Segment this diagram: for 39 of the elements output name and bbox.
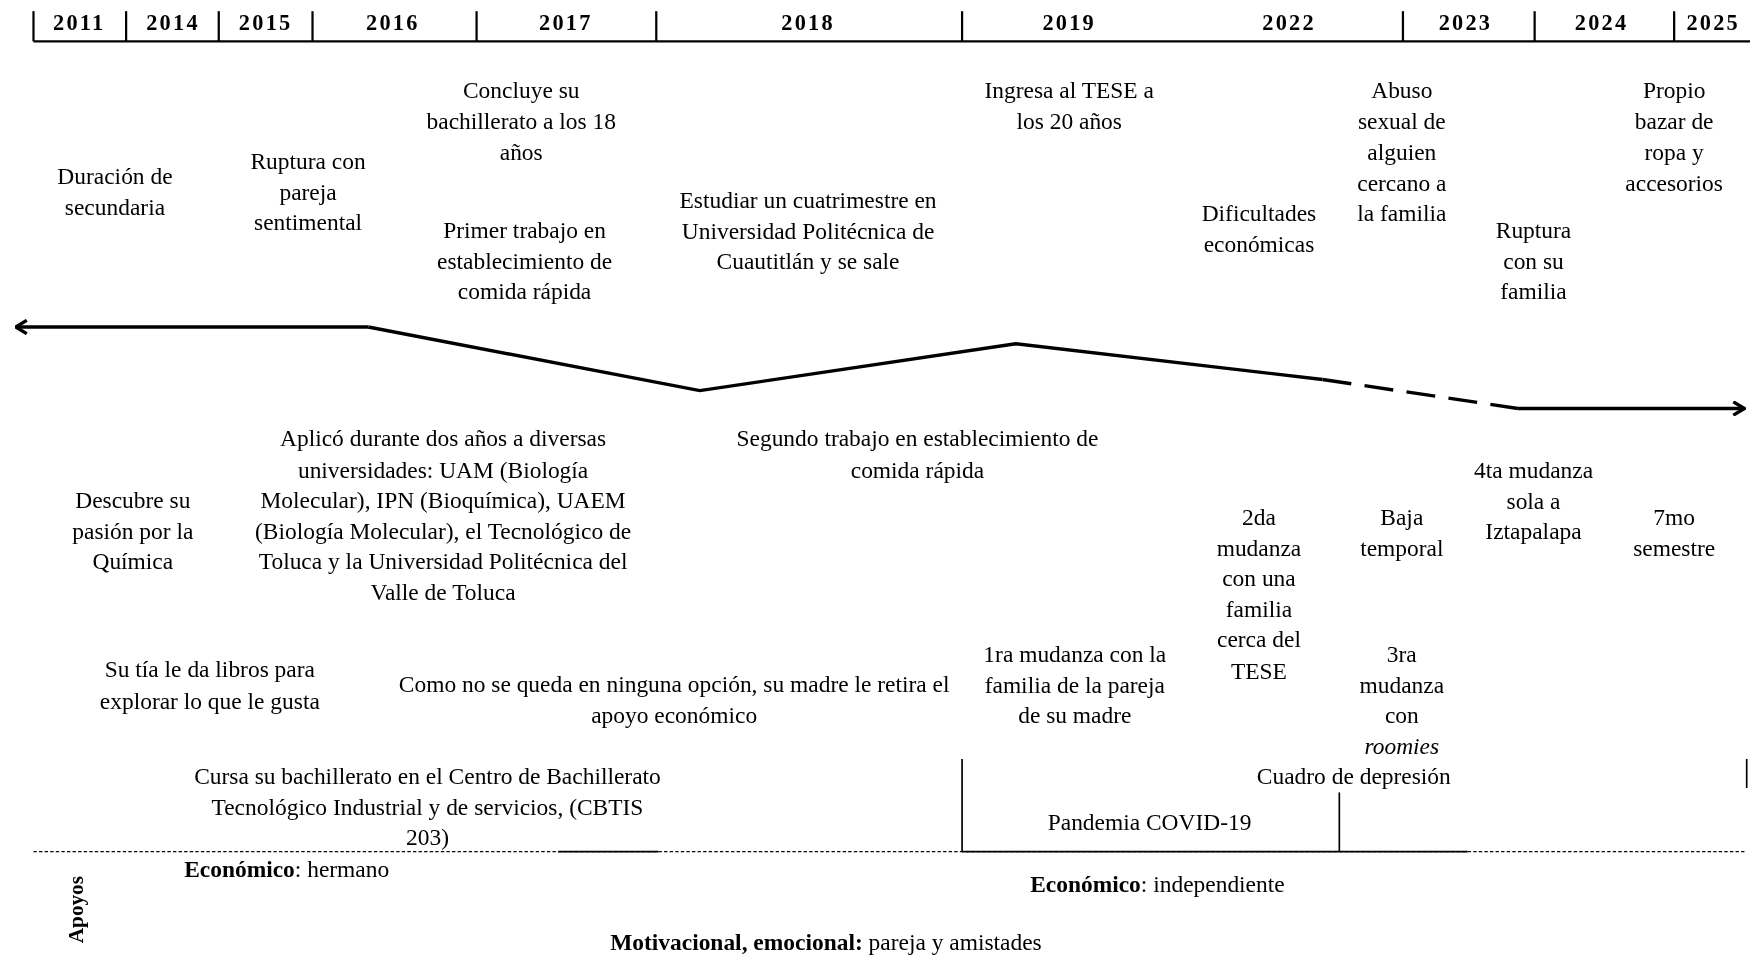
event-text: Concluye su bachillerato a los 18 años — [425, 76, 617, 168]
event-text: 7mo semestre — [1632, 502, 1717, 563]
event-text: 2da mudanza con una familia cerca del TESE — [1215, 502, 1303, 686]
event-text: Propio bazar de ropa y accesorios — [1624, 76, 1724, 198]
year-label: 2018 — [781, 10, 835, 36]
event-text: Cuadro de depresión — [1255, 761, 1452, 792]
event-text: Primer trabajo en establecimiento de comida rápida — [436, 215, 614, 307]
event-text: Su tía le da libros para explorar lo que le gusta — [98, 655, 321, 716]
year-label: 2024 — [1574, 10, 1629, 36]
event-text: Baja temporal — [1359, 502, 1445, 563]
event-text: Dificultades económicas — [1200, 198, 1318, 260]
year-label: 2011 — [53, 10, 106, 36]
event-text: Cursa su bachillerato en el Centro de Bachillerato Tecnológico Industrial y de servicios, (CBTIS 203) — [193, 761, 662, 853]
support-text: Económico: hermano — [184, 855, 390, 885]
event-text: 4ta mudanza sola a Iztapalapa — [1472, 455, 1595, 547]
year-label: 2023 — [1438, 10, 1493, 36]
event-text: Abuso sexual de alguien cercano a la familia — [1357, 76, 1447, 229]
year-label: 2019 — [1042, 10, 1096, 36]
event-text: Estudiar un cuatrimestre en Universidad Politécnica de Cuautitlán y se sale — [678, 185, 938, 277]
event-text: Descubre su pasión por la Química — [71, 485, 195, 577]
section-label: Apoyos — [63, 876, 89, 944]
event-text: Pandemia COVID-19 — [1046, 808, 1253, 838]
event-text: Duración de secundaria — [56, 161, 174, 223]
support-text: Económico: independiente — [1029, 869, 1286, 900]
event-text: Aplicó durante dos años a diversas universidades: UAM (Biología Molecular), IPN (Bioquímica), UAEM (Biología Molecular), el Tecnológico de Toluca y la Universidad Politécnica del Valle de Toluca — [254, 424, 633, 608]
support-text: Motivacional, emocional: pareja y amistades — [609, 927, 1043, 958]
event-text: Ruptura con su familia — [1494, 215, 1573, 307]
event-text: Segundo trabajo en establecimiento de comida rápida — [735, 424, 1100, 485]
year-label: 2015 — [238, 10, 293, 36]
year-label: 2022 — [1262, 10, 1316, 36]
event-text: 1ra mudanza con la familia de la pareja de su madre — [982, 639, 1168, 731]
event-text: 3ra mudanza con roomies — [1358, 639, 1446, 762]
year-label: 2014 — [146, 10, 200, 36]
year-label: 2016 — [366, 10, 420, 36]
year-label: 2025 — [1686, 10, 1740, 36]
year-label: 2017 — [539, 10, 593, 36]
event-text: Ruptura con pareja sentimental — [249, 146, 367, 238]
event-text: Como no se queda en ninguna opción, su madre le retira el apoyo económico — [397, 669, 951, 731]
event-text: Ingresa al TESE a los 20 años — [983, 76, 1155, 137]
